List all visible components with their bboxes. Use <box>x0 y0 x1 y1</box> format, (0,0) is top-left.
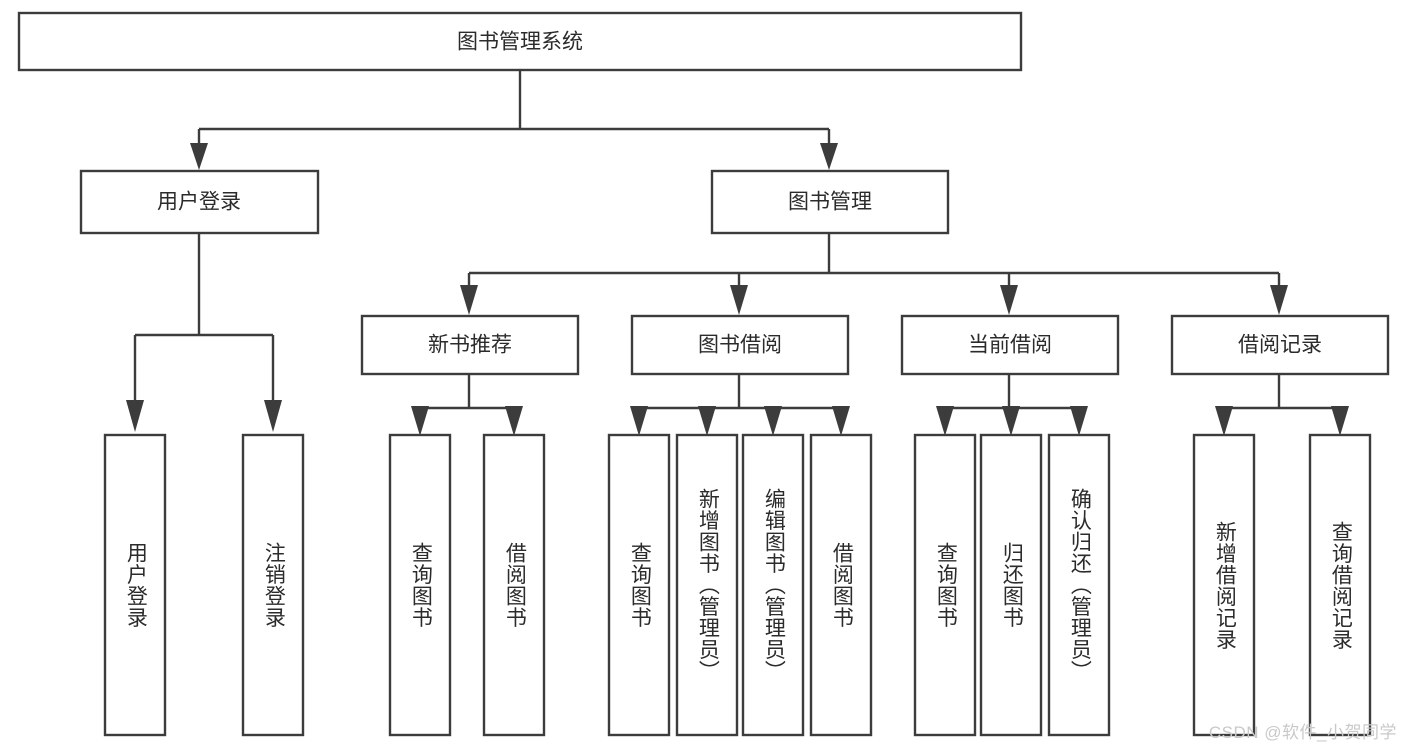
leaf-box-borrow-add[interactable] <box>675 433 739 737</box>
leaf-box-record-add[interactable] <box>1192 433 1256 737</box>
arrow-head-borrowrecord-c2 <box>1331 406 1349 436</box>
nodes-group: 图书管理系统 用户登录 图书管理 新书推荐 图书借阅 当前借阅 借阅记录 <box>17 11 1390 737</box>
arrow-head-newbook-c2 <box>505 406 523 436</box>
arrow-head-currentborrow-c1 <box>936 406 954 436</box>
leaf-box-current-query[interactable] <box>913 433 977 737</box>
csdn-watermark: CSDN @软件_小贺同学 <box>1208 723 1397 742</box>
arrow-head-borrowrecord <box>1270 285 1288 315</box>
node-user-login-box[interactable] <box>79 169 320 235</box>
arrow-head-currentborrow <box>1000 285 1018 315</box>
node-book-manage-label: 图书管理 <box>788 191 872 214</box>
node-newbook-label: 新书推荐 <box>428 334 512 357</box>
arrow-head-currentborrow-c2 <box>1002 406 1020 436</box>
leaf-box-borrow-edit[interactable] <box>741 433 805 737</box>
arrow-head-bookborrow <box>730 285 748 315</box>
edges-group <box>126 70 1349 436</box>
arrow-head-bookborrow-c3 <box>764 406 782 436</box>
leaf-box-current-confirm[interactable] <box>1047 433 1111 737</box>
node-book-manage-box[interactable] <box>710 169 950 235</box>
node-bookborrow-box[interactable] <box>630 314 850 376</box>
node-borrowrecord-label: 借阅记录 <box>1238 334 1322 357</box>
arrow-head-bookborrow-c2 <box>698 406 716 436</box>
arrow-head-currentborrow-c3 <box>1070 406 1088 436</box>
arrow-head-bookborrow-c4 <box>832 406 850 436</box>
node-bookborrow-label: 图书借阅 <box>698 334 782 357</box>
node-borrowrecord-box[interactable] <box>1170 314 1390 376</box>
node-currentborrow-label: 当前借阅 <box>968 334 1052 357</box>
arrow-head-user-login <box>190 143 208 170</box>
arrow-head-newbook <box>460 285 478 315</box>
arrow-head-bookborrow-c1 <box>630 406 648 436</box>
arrow-head-leaf-logout <box>264 400 282 432</box>
leaf-box-borrow-query[interactable] <box>607 433 671 737</box>
leaf-box-borrow-lend[interactable] <box>809 433 873 737</box>
arrow-head-newbook-c1 <box>411 406 429 436</box>
node-user-login-label: 用户登录 <box>157 191 241 214</box>
leaf-box-user-login[interactable] <box>103 433 167 737</box>
node-newbook-box[interactable] <box>360 314 580 376</box>
node-currentborrow-box[interactable] <box>900 314 1120 376</box>
arrow-head-book-manage <box>820 143 838 170</box>
leaf-box-current-return[interactable] <box>979 433 1043 737</box>
node-root-label: 图书管理系统 <box>457 31 583 54</box>
leaf-box-logout[interactable] <box>241 433 305 737</box>
arrow-head-borrowrecord-c1 <box>1215 406 1233 436</box>
leaf-box-newbook-borrow[interactable] <box>482 433 546 737</box>
arrow-head-leaf-user-login <box>126 400 144 432</box>
leaf-box-newbook-query[interactable] <box>388 433 452 737</box>
node-root-box[interactable] <box>17 11 1023 72</box>
leaf-box-record-query[interactable] <box>1308 433 1372 737</box>
